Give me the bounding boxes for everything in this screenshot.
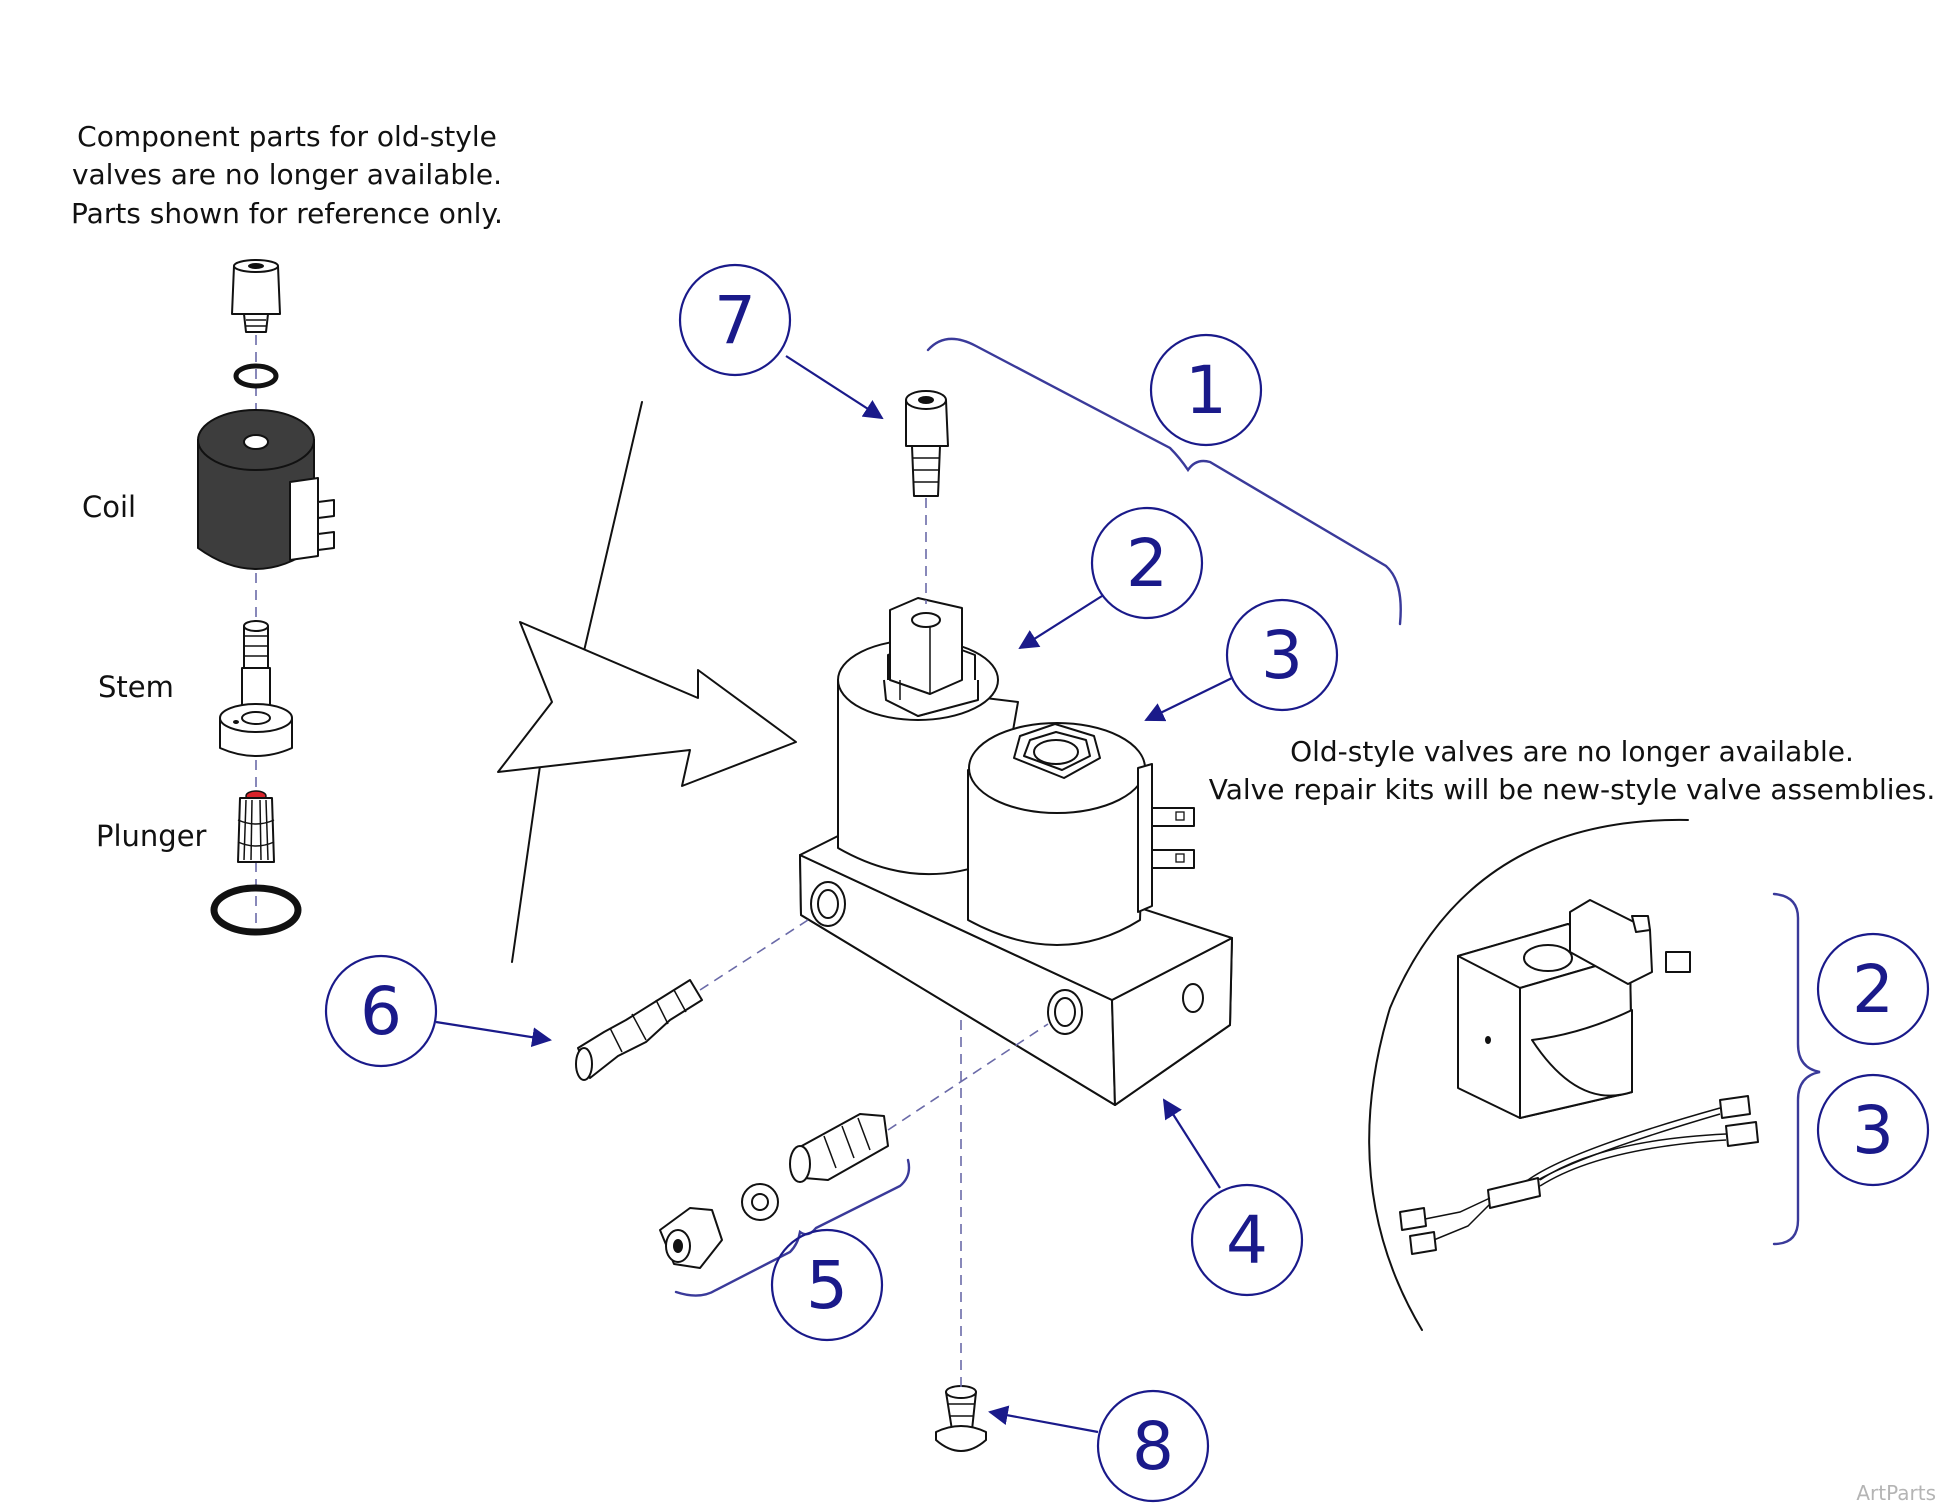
svg-text:2: 2 (1126, 525, 1168, 602)
svg-text:8: 8 (1132, 1408, 1174, 1485)
svg-text:4: 4 (1226, 1202, 1268, 1279)
svg-text:1: 1 (1185, 352, 1227, 429)
repair-note-line-1: Old-style valves are no longer available… (1290, 735, 1854, 768)
valve-assembly (799, 597, 1233, 1106)
repair-kit-coil-icon (1457, 899, 1691, 1119)
large-o-ring (210, 884, 302, 936)
kit-brace (1772, 892, 1821, 1246)
note-line-1: Component parts for old-style (77, 120, 497, 153)
reference-arrow-icon (497, 401, 797, 963)
svg-text:2: 2 (1852, 951, 1894, 1028)
coil-icon (197, 409, 335, 570)
explosion-lines (699, 498, 1049, 1390)
note-line-2: valves are no longer available. (72, 158, 502, 191)
callout-1: 1 (1149, 333, 1263, 447)
callout-8: 8 (988, 1389, 1210, 1503)
group-bracket-5 (674, 1158, 911, 1297)
svg-text:3: 3 (1261, 617, 1303, 694)
callout-3: 3 (1144, 598, 1339, 722)
group-brace-1 (926, 337, 1402, 626)
kit-callout-2: 2 (1816, 932, 1930, 1046)
top-fitting (231, 259, 281, 333)
callout-6: 6 (324, 954, 552, 1068)
compression-fitting-5 (659, 1113, 889, 1269)
callout-4: 4 (1162, 1098, 1304, 1297)
callout-7: 7 (678, 263, 884, 420)
kit-detail-arc (1368, 818, 1689, 1331)
coil-label: Coil (82, 490, 136, 524)
front-solenoid (967, 722, 1195, 946)
note-line-3: Parts shown for reference only. (71, 197, 503, 230)
hose-barb-6 (575, 979, 703, 1081)
artparts-watermark: ArtParts (1856, 1481, 1936, 1505)
callout-5: 5 (770, 1228, 884, 1342)
kit-callout-3: 3 (1816, 1073, 1930, 1187)
repair-note-line-2: Valve repair kits will be new-style valv… (1209, 773, 1935, 806)
callouts: 7 1 2 3 4 5 6 (324, 263, 1339, 1503)
svg-text:6: 6 (360, 973, 402, 1050)
svg-text:7: 7 (714, 282, 756, 359)
screw-8 (935, 1385, 987, 1452)
stem-label: Stem (98, 670, 174, 704)
old-style-component-stack (197, 259, 335, 936)
plunger-label: Plunger (96, 819, 207, 853)
old-style-parts-note: Component parts for old-style valves are… (71, 120, 503, 230)
old-style-valves-note: Old-style valves are no longer available… (1209, 735, 1935, 806)
plunger-icon (237, 790, 275, 863)
small-o-ring (233, 363, 279, 389)
svg-text:5: 5 (806, 1247, 848, 1324)
fitting-7 (905, 390, 949, 497)
callout-2: 2 (1018, 506, 1204, 650)
repair-kit-wire-harness-icon (1399, 1095, 1759, 1255)
svg-text:3: 3 (1852, 1092, 1894, 1169)
stem-icon (219, 620, 293, 757)
